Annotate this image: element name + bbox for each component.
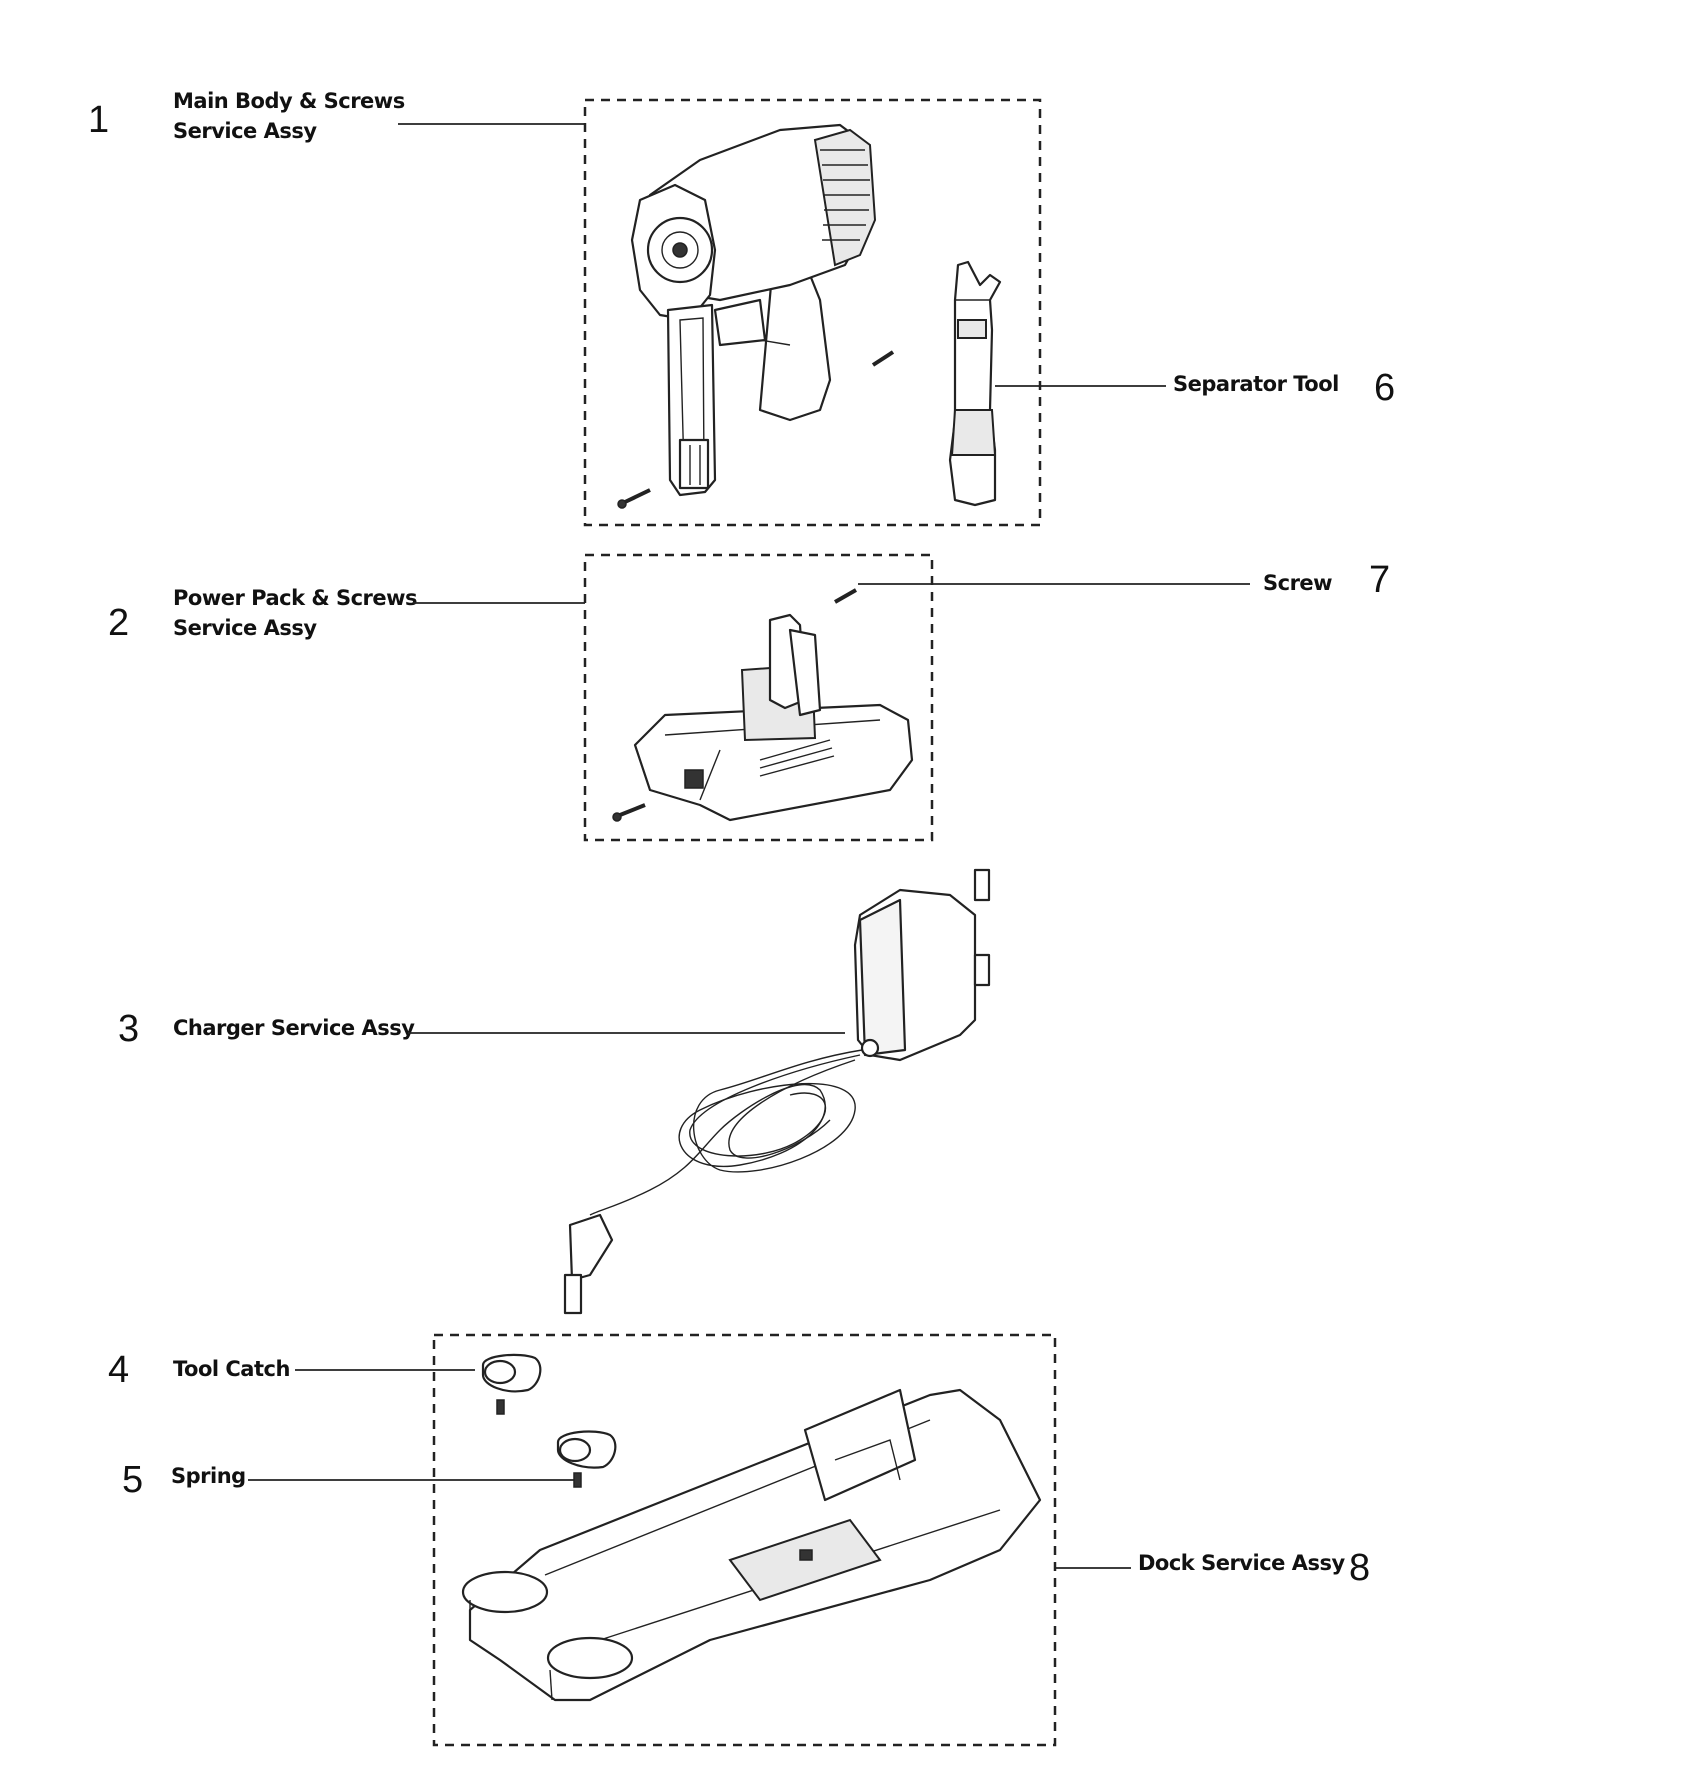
charger-illustration [563, 868, 991, 1315]
separator-tool-illustration [948, 260, 1002, 507]
part-label-separator-tool: Separator Tool [1173, 372, 1339, 396]
part-label-power-pack: Power Pack & Screws Service Assy [173, 583, 418, 643]
part-number-6: 6 [1374, 367, 1396, 409]
part-number-2: 2 [108, 602, 130, 644]
power-pack-illustration [612, 588, 914, 822]
part-number-4: 4 [108, 1349, 130, 1391]
part-number-3: 3 [118, 1008, 140, 1050]
group-box-main-body [583, 98, 1042, 527]
tool-catch-illustration [481, 1353, 617, 1469]
part-label-main-body-line2: Service Assy [173, 119, 317, 143]
part-label-main-body: Main Body & Screws Service Assy [173, 86, 405, 146]
part-label-power-pack-line1: Power Pack & Screws [173, 586, 418, 610]
part-label-spring: Spring [171, 1464, 246, 1488]
part-label-tool-catch: Tool Catch [173, 1357, 290, 1381]
part-number-8: 8 [1349, 1547, 1371, 1589]
part-number-7: 7 [1369, 559, 1391, 601]
part-label-main-body-line1: Main Body & Screws [173, 89, 405, 113]
spring-illustration [496, 1399, 582, 1488]
part-label-power-pack-line2: Service Assy [173, 616, 317, 640]
part-label-charger: Charger Service Assy [173, 1016, 415, 1040]
part-label-dock: Dock Service Assy [1138, 1551, 1345, 1575]
group-box-dock [432, 1333, 1057, 1747]
main-body-illustration [617, 123, 895, 509]
part-number-5: 5 [122, 1459, 144, 1501]
dock-illustration [461, 1388, 1042, 1702]
part-number-1: 1 [88, 99, 110, 141]
part-label-screw: Screw [1263, 571, 1333, 595]
group-box-power-pack [583, 553, 934, 842]
